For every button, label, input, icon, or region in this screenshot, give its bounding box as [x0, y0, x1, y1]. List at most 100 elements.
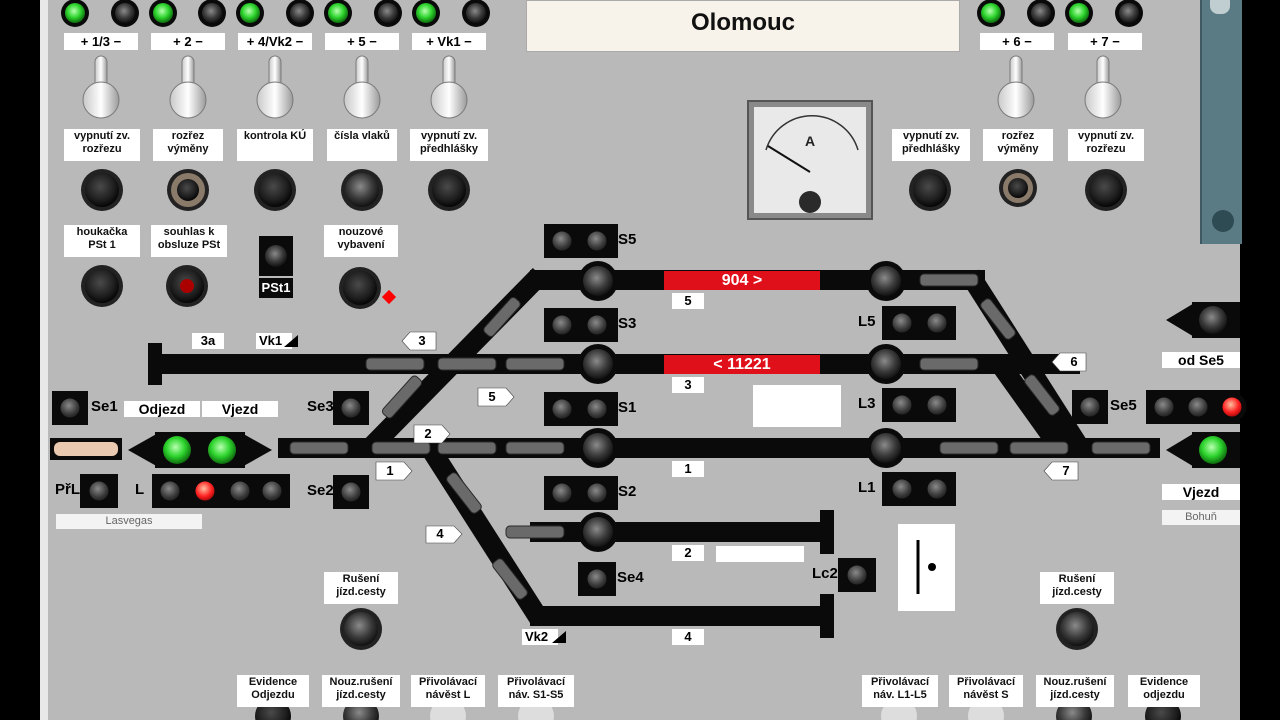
signal-button-se4[interactable]: [580, 564, 614, 596]
signal-label-se3: Se3: [307, 398, 334, 415]
signal-button-lc2[interactable]: [840, 560, 874, 592]
button-evidence-odjezdu-right[interactable]: [1145, 706, 1181, 720]
signal-label-se5: Se5: [1110, 397, 1137, 414]
push-buttons: [81, 169, 1181, 720]
indicator-label-5: + 5 −: [325, 33, 399, 50]
button-vypnuti-predhlasky[interactable]: [428, 169, 470, 211]
btn-label-vypnuti-rozrezu: vypnutí zv. rozřezu: [64, 129, 140, 161]
button-nouz-ruseni-right[interactable]: [1056, 706, 1092, 720]
button-privolavaci-s1-s5[interactable]: [518, 706, 554, 720]
signal-button-se3[interactable]: [335, 393, 367, 425]
cabinet-panel: [1200, 0, 1242, 244]
btn-label-privolavaci-l: Přivolávací návěst L: [411, 675, 485, 707]
btn-label-ruseni-right: Rušení jízd.cesty: [1040, 572, 1114, 604]
switch-number-6: 6: [1070, 354, 1078, 369]
switch-number-1: 1: [386, 463, 394, 478]
btn-label-privolavaci-s1-s5: Přivolávací náv. S1-S5: [498, 675, 574, 707]
signal-button-se2[interactable]: [335, 477, 367, 509]
station-title: Olomouc: [526, 0, 960, 52]
switch-knob-1-3[interactable]: [82, 54, 122, 120]
signal-button-se5[interactable]: [1074, 392, 1106, 424]
btn-label-rozrez-vymeny: rozřez výměny: [153, 129, 223, 161]
indicator-lamps: [61, 0, 1143, 27]
signal-label-s3: S3: [618, 315, 637, 332]
signal-label-se1: Se1: [91, 398, 118, 415]
btn-label-evidence-odjezdu-right: Evidence odjezdu: [1128, 675, 1200, 707]
track-number-1: 1: [672, 461, 704, 477]
button-vypnuti-rozrezu[interactable]: [81, 169, 123, 211]
switch-knob-4-vk2[interactable]: [255, 54, 295, 120]
track-button-s2[interactable]: [580, 513, 618, 551]
indicator-label-7: + 7 −: [1068, 33, 1142, 50]
track-buttons: [578, 261, 906, 552]
track-button-s1[interactable]: [580, 429, 618, 467]
button-vypnuti-rozrezu-right[interactable]: [1085, 169, 1127, 211]
neighbor-station-right: Bohuň: [1162, 510, 1240, 525]
track-button-s3[interactable]: [580, 345, 618, 383]
button-rozrez-vymeny[interactable]: [167, 169, 209, 211]
button-ruseni-right[interactable]: [1056, 608, 1098, 650]
signal-label-prl: PřL: [55, 481, 81, 498]
cabinet-latch: [1210, 0, 1230, 14]
button-rozrez-vymeny-right[interactable]: [997, 167, 1039, 209]
switch-number-4: 4: [436, 526, 444, 541]
neighbor-station-left: Lasvegas: [56, 514, 202, 529]
signal-label-l1: L1: [858, 479, 876, 496]
switch-knob-5[interactable]: [342, 54, 382, 120]
signal-label-l3: L3: [858, 395, 876, 412]
track-button-l1[interactable]: [868, 429, 906, 467]
button-nouz-ruseni-left[interactable]: [343, 706, 379, 720]
button-privolavaci-l1-l5[interactable]: [881, 706, 917, 720]
button-ruseni-left[interactable]: [340, 608, 382, 650]
train-number-track-3: < 11221: [664, 355, 820, 374]
button-privolavaci-l[interactable]: [430, 706, 466, 720]
pst1-label: PSt1: [259, 278, 293, 298]
button-souhlas[interactable]: [166, 265, 208, 307]
btn-label-ruseni-left: Rušení jízd.cesty: [324, 572, 398, 604]
btn-label-rozrez-vymeny-right: rozřez výměny: [983, 129, 1053, 161]
board-edge: [40, 0, 48, 720]
label-od-se5: od Se5: [1162, 352, 1240, 368]
indicator-label-1-3: + 1/3 −: [64, 33, 138, 50]
button-houkacka[interactable]: [81, 265, 123, 307]
block-direction-right[interactable]: [1192, 302, 1240, 338]
button-vypnuti-predhlasky-right[interactable]: [909, 169, 951, 211]
track-button-l3[interactable]: [868, 345, 906, 383]
track-number-3: 3: [672, 377, 704, 393]
button-privolavaci-s[interactable]: [968, 706, 1004, 720]
direction-arrows: [128, 302, 1240, 468]
button-nouzove[interactable]: [339, 267, 381, 309]
track-button-l5[interactable]: [868, 262, 906, 300]
vk1-triangle: [284, 335, 298, 347]
button-pst1[interactable]: [262, 242, 290, 270]
button-kontrola-ku[interactable]: [254, 169, 296, 211]
switch-arrow-tags: [375, 331, 1087, 544]
btn-label-privolavaci-s: Přivolávací návěst S: [949, 675, 1023, 707]
track-label-3a: 3a: [192, 333, 224, 349]
btn-label-privolavaci-l1-l5: Přivolávací náv. L1-L5: [862, 675, 938, 707]
train-number-blank-2: [716, 546, 804, 562]
track-button-s5[interactable]: [580, 262, 618, 300]
btn-label-vypnuti-predhlasky: vypnutí zv. předhlášky: [410, 129, 488, 161]
button-cisla-vlaku[interactable]: [341, 169, 383, 211]
switch-knob-7[interactable]: [1083, 54, 1123, 120]
btn-label-evidence-odjezdu: Evidence Odjezdu: [237, 675, 309, 707]
indicator-label-vk1: + Vk1 −: [412, 33, 486, 50]
btn-label-nouz-ruseni-left: Nouz.rušení jízd.cesty: [322, 675, 400, 707]
button-evidence-odjezdu[interactable]: [255, 706, 291, 720]
btn-label-cisla-vlaku: čísla vlaků: [327, 129, 397, 161]
switch-knobs: [82, 55, 1122, 119]
block-direction-left[interactable]: [155, 432, 245, 468]
switch-number-3: 3: [418, 333, 426, 348]
btn-label-houkacka: houkačka PSt 1: [64, 225, 140, 257]
indicator-label-4-vk2: + 4/Vk2 −: [238, 33, 312, 50]
signal-button-se1[interactable]: [54, 393, 86, 425]
signal-label-lc2: Lc2: [812, 565, 838, 582]
signal-label-s1: S1: [618, 399, 637, 416]
btn-label-vypnuti-rozrezu-right: vypnutí zv. rozřezu: [1068, 129, 1144, 161]
track-label-vk2: Vk2: [522, 629, 558, 645]
switch-knob-6[interactable]: [996, 54, 1036, 120]
switch-knob-2[interactable]: [168, 54, 208, 120]
switch-knob-vk1[interactable]: [429, 54, 469, 120]
